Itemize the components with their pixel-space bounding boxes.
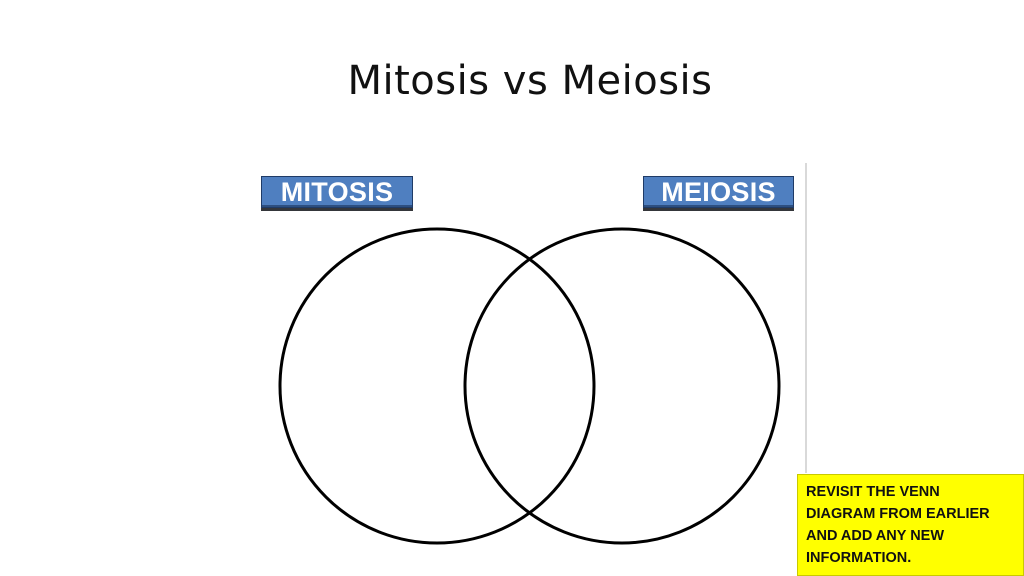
note-line: AND ADD ANY NEW xyxy=(806,528,945,544)
note-line: INFORMATION. xyxy=(806,550,912,566)
note-line: REVISIT THE VENN xyxy=(806,484,940,500)
meiosis-label: MEIOSIS xyxy=(643,176,794,208)
meiosis-circle xyxy=(463,227,781,545)
slide-title: Mitosis vs Meiosis xyxy=(347,58,713,104)
note-line: DIAGRAM FROM EARLIER xyxy=(806,506,990,522)
mitosis-circle xyxy=(278,227,596,545)
divider-line xyxy=(805,163,807,473)
instruction-note: REVISIT THE VENN DIAGRAM FROM EARLIER AN… xyxy=(797,474,1024,576)
mitosis-label: MITOSIS xyxy=(261,176,413,208)
